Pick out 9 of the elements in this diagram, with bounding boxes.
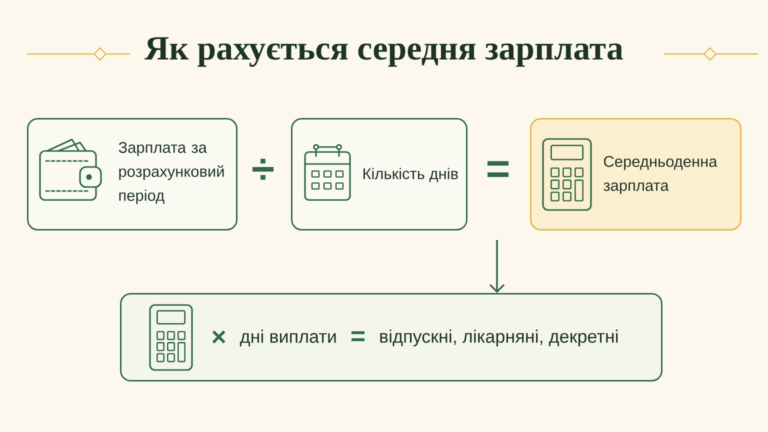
arrow bbox=[489, 240, 505, 293]
multiply-sign: × bbox=[212, 330, 226, 344]
formula-box bbox=[120, 293, 662, 382]
title: Як рахується середня зарплата bbox=[144, 37, 623, 67]
equals-sign: = bbox=[352, 331, 365, 342]
equals-sign: = bbox=[487, 161, 509, 177]
formula-text: дні виплати bbox=[240, 330, 336, 346]
formula-text: відпускні, лікарняні, декретні bbox=[380, 330, 618, 346]
division-sign: ÷ bbox=[252, 158, 274, 180]
